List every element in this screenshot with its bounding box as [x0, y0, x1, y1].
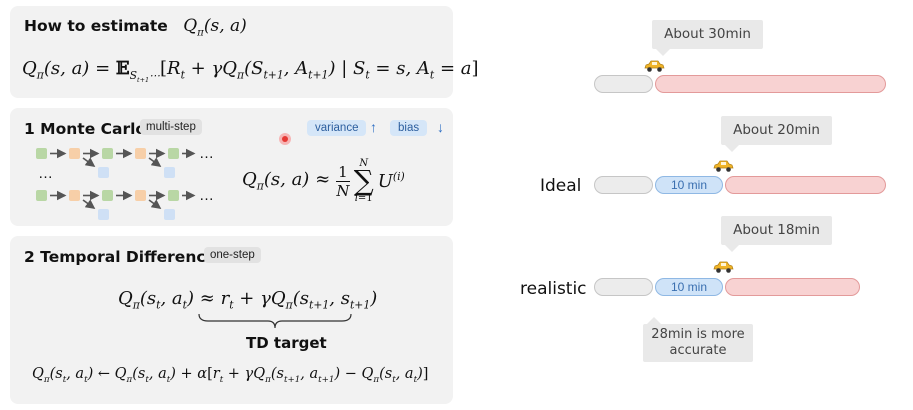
- state-node: [168, 190, 179, 201]
- ideal-label: Ideal: [540, 176, 582, 196]
- action-node: [135, 190, 146, 201]
- monte-carlo-formula: Qπ(s, a) ≈ 1 N N ∑ i=1 U(i): [242, 158, 405, 204]
- state-node: [36, 190, 47, 201]
- estimate-callout-20: About 20min: [721, 116, 832, 152]
- note-text: 28min is more accurate: [651, 327, 745, 358]
- row1-ellipsis: …: [199, 145, 214, 162]
- td-target-label: TD target: [246, 334, 327, 352]
- mid-ellipsis: …: [38, 165, 53, 182]
- reward-node: [164, 167, 175, 178]
- title-formula: Qπ(s, a): [183, 16, 247, 39]
- progress-done-bar: [594, 75, 653, 93]
- panel-monte-carlo: 1 Monte Carlo multi-step: [10, 108, 453, 226]
- realistic-label: realistic: [520, 279, 587, 299]
- action-node: [69, 148, 80, 159]
- callout-text: About 18min: [733, 222, 820, 238]
- callout-tail: [647, 317, 661, 324]
- remaining-estimate-bar: [725, 176, 886, 194]
- segment-ideal-bar: 10 min: [655, 176, 723, 194]
- panel-title: 1 Monte Carlo: [24, 120, 147, 138]
- car-icon: [644, 60, 665, 72]
- multi-step-tag: multi-step: [140, 119, 202, 135]
- title-text: How to estimate: [24, 17, 168, 35]
- segment-real-bar: 10 min: [655, 278, 723, 296]
- car-icon: [713, 261, 734, 273]
- remaining-estimate-bar: [655, 75, 886, 93]
- state-node: [102, 148, 113, 159]
- callout-text: About 30min: [664, 26, 751, 42]
- td-target-brace: [198, 313, 352, 329]
- row2-ellipsis: …: [199, 187, 214, 204]
- callout-tail: [725, 145, 739, 152]
- reward-node: [98, 209, 109, 220]
- panel-how-to-estimate: How to estimate Qπ(s, a) Qπ(s, a) = 𝔼St+…: [10, 6, 479, 98]
- state-node: [102, 190, 113, 201]
- bias-down-icon: ↓: [437, 119, 444, 135]
- one-step-tag: one-step: [204, 247, 261, 263]
- action-node: [135, 148, 146, 159]
- panel-title: 2 Temporal Difference: [24, 248, 217, 266]
- callout-text: About 20min: [733, 122, 820, 138]
- progress-done-bar: [594, 278, 653, 296]
- estimate-callout-30: About 30min: [652, 20, 763, 56]
- car-icon: [713, 160, 734, 172]
- callout-tail: [656, 49, 670, 56]
- estimate-callout-18: About 18min: [721, 216, 832, 252]
- panel-temporal-difference: 2 Temporal Difference one-step Qπ(st, at…: [10, 236, 453, 404]
- note-callout: 28min is more accurate: [643, 317, 753, 362]
- variance-tag: variance: [307, 120, 367, 136]
- trajectory-diagram: [36, 148, 196, 220]
- bias-tag: bias: [390, 120, 428, 136]
- reward-node: [98, 167, 109, 178]
- td-approx-formula: Qπ(st, at) ≈ rt + γQπ(st+1, st+1): [118, 288, 378, 312]
- callout-tail: [725, 245, 739, 252]
- td-update-formula: Qπ(st, at) ← Qπ(st, at) + α[rt + γQπ(st+…: [32, 366, 429, 385]
- reward-node: [164, 209, 175, 220]
- panel-title: How to estimate Qπ(s, a): [24, 16, 247, 38]
- variance-up-icon: ↑: [370, 119, 377, 135]
- remaining-estimate-bar: [725, 278, 860, 296]
- cursor-dot-core: [282, 136, 288, 142]
- state-node: [36, 148, 47, 159]
- expectation-formula: Qπ(s, a) = 𝔼St+1⋯[Rt + γQπ(St+1, At+1) |…: [22, 58, 479, 84]
- cursor-dot: [279, 133, 291, 145]
- action-node: [69, 190, 80, 201]
- state-node: [168, 148, 179, 159]
- progress-done-bar: [594, 176, 653, 194]
